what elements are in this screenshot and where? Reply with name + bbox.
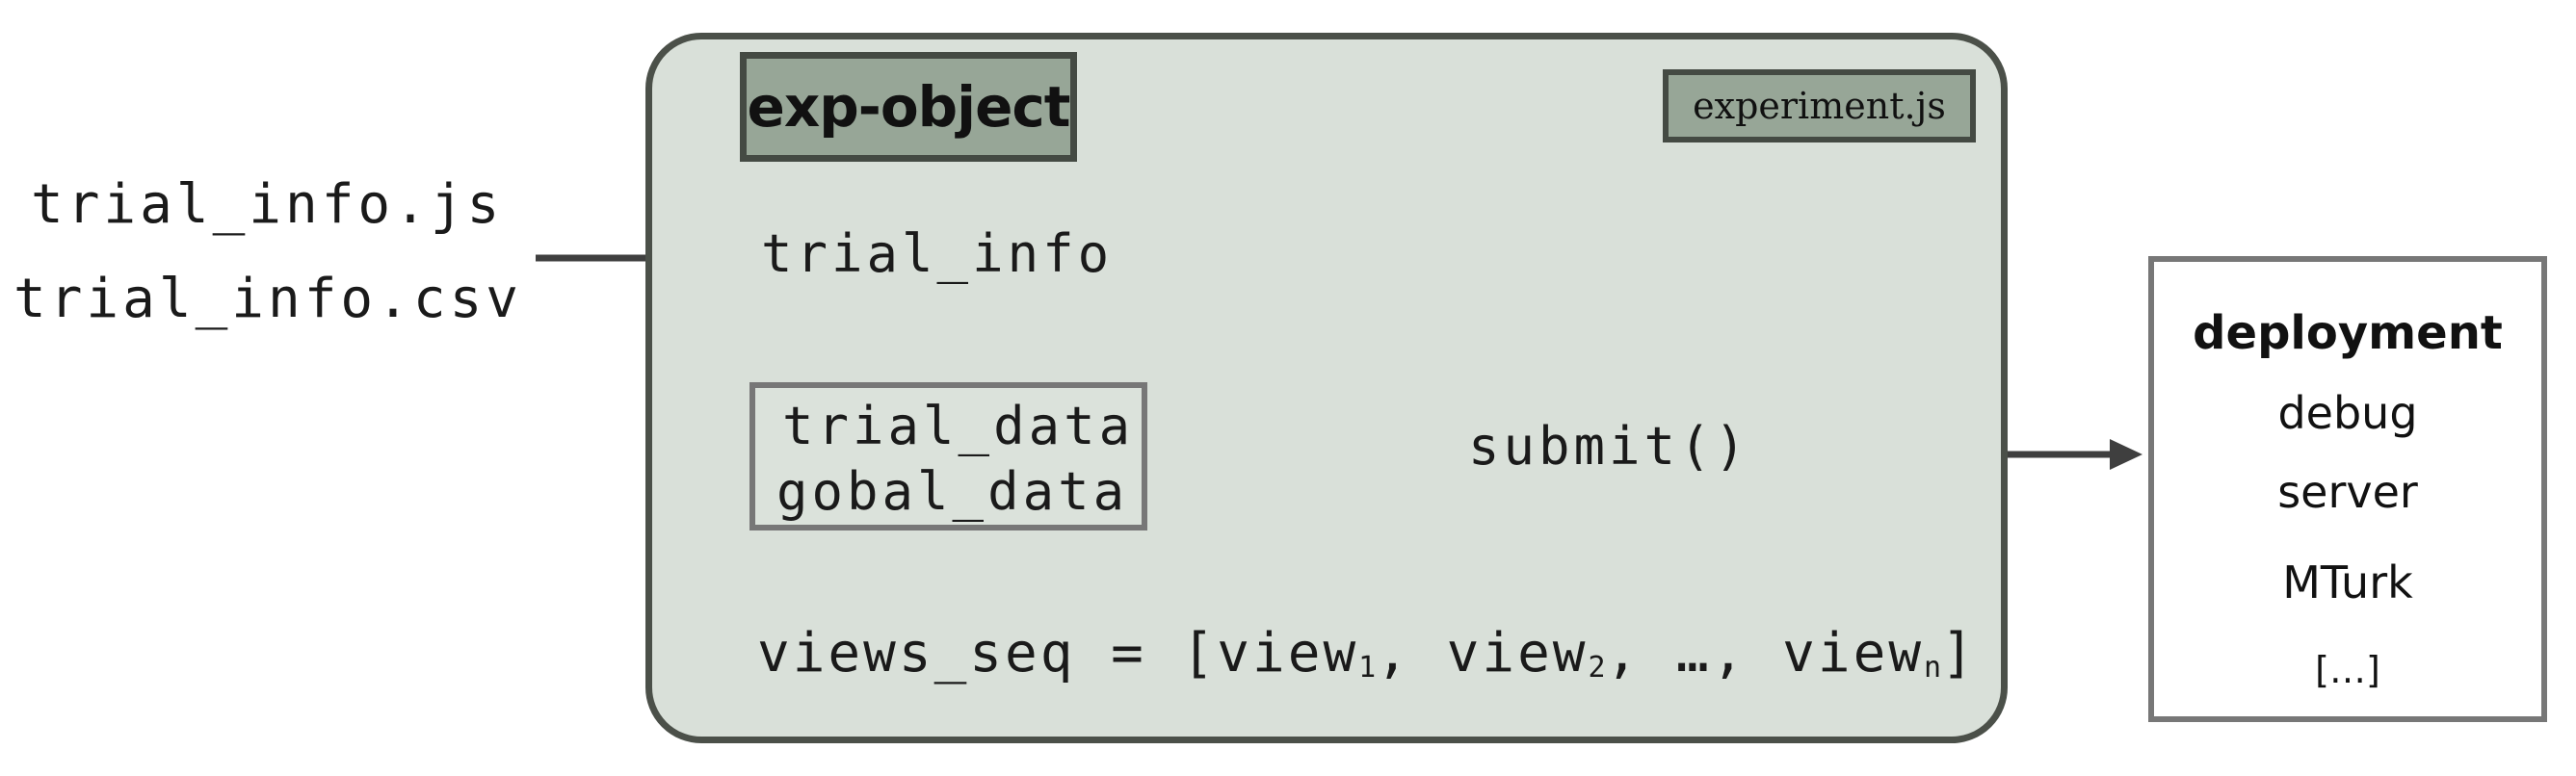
views-seq-separator: , bbox=[1711, 622, 1783, 685]
deployment-option-mturk: MTurk bbox=[2282, 556, 2413, 608]
data-box: trial_data gobal_data bbox=[749, 382, 1147, 530]
view-n-subscript: n bbox=[1924, 651, 1942, 685]
experiment-file-label: experiment.js bbox=[1693, 85, 1946, 127]
view-1-subscript: 1 bbox=[1358, 651, 1377, 685]
views-seq-separator: , bbox=[1605, 622, 1677, 685]
trial-info-label: trial_info bbox=[761, 223, 1114, 284]
global-data-label: gobal_data bbox=[776, 461, 1129, 522]
trial-data-label: trial_data bbox=[782, 396, 1135, 456]
arrowhead bbox=[2110, 439, 2142, 470]
input-file-csv: trial_info.csv bbox=[13, 268, 523, 330]
views-seq-ellipsis: … bbox=[1676, 622, 1712, 685]
views-seq-prefix: views_seq = [ bbox=[757, 622, 1218, 685]
view-1-label: view bbox=[1217, 622, 1359, 685]
views-seq-suffix: ] bbox=[1941, 622, 1977, 685]
deployment-option-debug: debug bbox=[2277, 387, 2418, 439]
view-2-label: view bbox=[1446, 622, 1589, 685]
exp-object-title: exp-object bbox=[747, 74, 1070, 140]
submit-function-label: submit() bbox=[1468, 416, 1750, 477]
deployment-box: deployment debug server MTurk […] bbox=[2148, 256, 2547, 722]
input-file-js: trial_info.js bbox=[31, 173, 504, 236]
view-n-label: view bbox=[1782, 622, 1925, 685]
view-2-subscript: 2 bbox=[1588, 651, 1606, 685]
views-sequence: views_seq = [view1, view2, …, viewn] bbox=[757, 622, 1977, 685]
deployment-option-more: […] bbox=[2315, 649, 2380, 691]
exp-object-title-box: exp-object bbox=[740, 52, 1077, 162]
deployment-title: deployment bbox=[2193, 306, 2503, 360]
views-seq-separator: , bbox=[1376, 622, 1447, 685]
experiment-file-tag: experiment.js bbox=[1663, 69, 1976, 142]
deployment-option-server: server bbox=[2277, 466, 2418, 518]
